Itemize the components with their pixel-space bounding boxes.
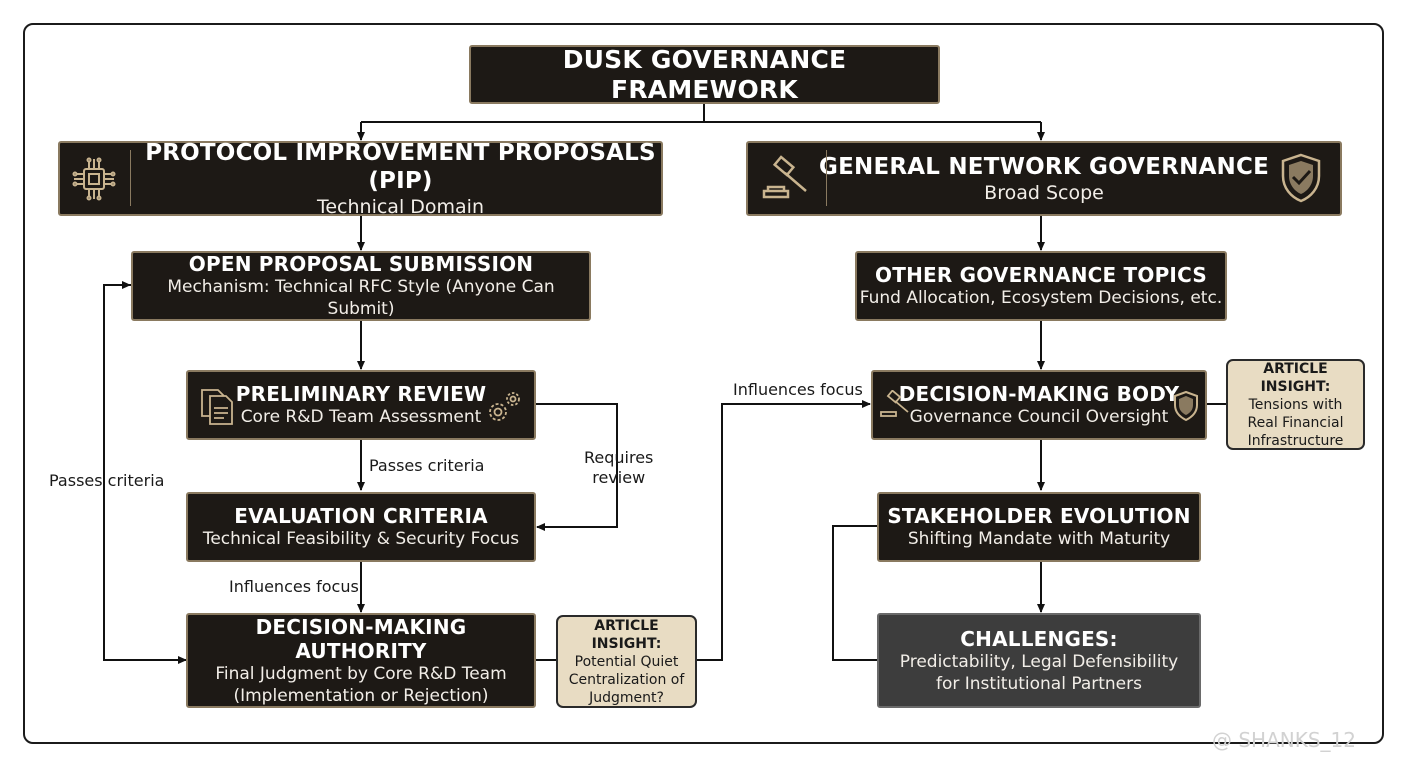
- open-proposal-box: OPEN PROPOSAL SUBMISSION Mechanism: Tech…: [131, 251, 591, 321]
- evaluation-criteria-title: EVALUATION CRITERIA: [234, 504, 488, 528]
- other-topics-box: OTHER GOVERNANCE TOPICS Fund Allocation,…: [855, 251, 1227, 321]
- insight-left-line: Potential Quiet: [574, 653, 679, 670]
- pip-divider: [130, 150, 131, 206]
- other-topics-subtitle: Fund Allocation, Ecosystem Decisions, et…: [859, 288, 1223, 308]
- insight-right-line: Tensions with: [1248, 396, 1343, 413]
- diagram-title: DUSK GOVERNANCE FRAMEWORK: [562, 44, 847, 104]
- stakeholder-evolution-box: STAKEHOLDER EVOLUTION Shifting Mandate w…: [877, 492, 1201, 562]
- stakeholder-evolution-subtitle: Shifting Mandate with Maturity: [907, 529, 1171, 549]
- open-proposal-subtitle: Mechanism: Technical RFC Style (Anyone C…: [167, 277, 555, 319]
- label-requires-review-line: Requires: [584, 448, 654, 467]
- pip-title: PROTOCOL IMPROVEMENT PROPOSALS (PIP): [145, 139, 656, 194]
- label-requires-review: Requires review: [584, 448, 653, 488]
- challenges-line-2: for Institutional Partners: [935, 673, 1142, 694]
- general-box: GENERAL NETWORK GOVERNANCE Broad Scope: [746, 141, 1342, 216]
- shield-check-icon: [1281, 153, 1321, 203]
- other-topics-title: OTHER GOVERNANCE TOPICS: [875, 263, 1207, 287]
- gavel-icon: [880, 390, 909, 417]
- insight-left-heading: ARTICLE INSIGHT:: [591, 617, 662, 652]
- decision-authority-line-1: Final Judgment by Core R&D Team: [215, 663, 507, 684]
- decision-body-subtitle: Governance Council Oversight: [909, 407, 1169, 427]
- general-subtitle: Broad Scope: [984, 181, 1104, 204]
- label-requires-review-line: review: [592, 468, 646, 487]
- decision-body-box: DECISION-MAKING BODY Governance Council …: [871, 370, 1207, 440]
- label-passes-criteria-mid: Passes criteria: [369, 456, 485, 475]
- article-insight-left: ARTICLE INSIGHT: Potential Quiet Central…: [556, 615, 697, 708]
- pip-subtitle: Technical Domain: [316, 195, 484, 218]
- label-influences-focus-right: Influences focus: [733, 380, 863, 399]
- stakeholder-evolution-title: STAKEHOLDER EVOLUTION: [887, 504, 1191, 528]
- open-proposal-title: OPEN PROPOSAL SUBMISSION: [188, 252, 534, 276]
- preliminary-review-box: PRELIMINARY REVIEW Core R&D Team Assessm…: [186, 370, 536, 440]
- gavel-icon: [762, 155, 807, 199]
- decision-authority-box: DECISION-MAKING AUTHORITY Final Judgment…: [186, 613, 536, 708]
- challenges-line-1: Predictability, Legal Defensibility: [899, 651, 1179, 672]
- label-influences-focus-left: Influences focus: [229, 577, 359, 596]
- label-passes-criteria-left: Passes criteria: [49, 471, 165, 490]
- challenges-box: CHALLENGES: Predictability, Legal Defens…: [877, 613, 1201, 708]
- pip-box: PROTOCOL IMPROVEMENT PROPOSALS (PIP) Tec…: [58, 139, 663, 218]
- general-title: GENERAL NETWORK GOVERNANCE: [819, 153, 1269, 180]
- article-insight-right: ARTICLE INSIGHT: Tensions with Real Fina…: [1226, 359, 1365, 450]
- insight-left-line: Judgment?: [589, 689, 664, 706]
- preliminary-review-subtitle: Core R&D Team Assessment: [240, 407, 482, 427]
- watermark-text: @ SHANKS_12: [1212, 728, 1356, 752]
- insight-right-line: Real Financial: [1247, 414, 1344, 431]
- insight-right-line: Infrastructure: [1247, 432, 1344, 449]
- insight-right-heading: ARTICLE INSIGHT:: [1260, 360, 1331, 395]
- decision-body-title: DECISION-MAKING BODY: [898, 382, 1180, 406]
- decision-authority-line-2: (Implementation or Rejection): [233, 685, 489, 706]
- title-box: DUSK GOVERNANCE FRAMEWORK: [469, 45, 940, 104]
- shield-icon: [1174, 390, 1198, 422]
- documents-icon: [201, 389, 233, 425]
- general-divider: [826, 150, 827, 206]
- preliminary-review-title: PRELIMINARY REVIEW: [235, 382, 487, 406]
- chip-icon: [72, 157, 116, 201]
- challenges-title: CHALLENGES:: [960, 626, 1118, 651]
- evaluation-criteria-box: EVALUATION CRITERIA Technical Feasibilit…: [186, 492, 536, 562]
- insight-left-line: Centralization of: [568, 671, 685, 688]
- gears-icon: [489, 392, 520, 421]
- decision-authority-title: DECISION-MAKING AUTHORITY: [255, 614, 467, 663]
- evaluation-criteria-subtitle: Technical Feasibility & Security Focus: [202, 529, 520, 549]
